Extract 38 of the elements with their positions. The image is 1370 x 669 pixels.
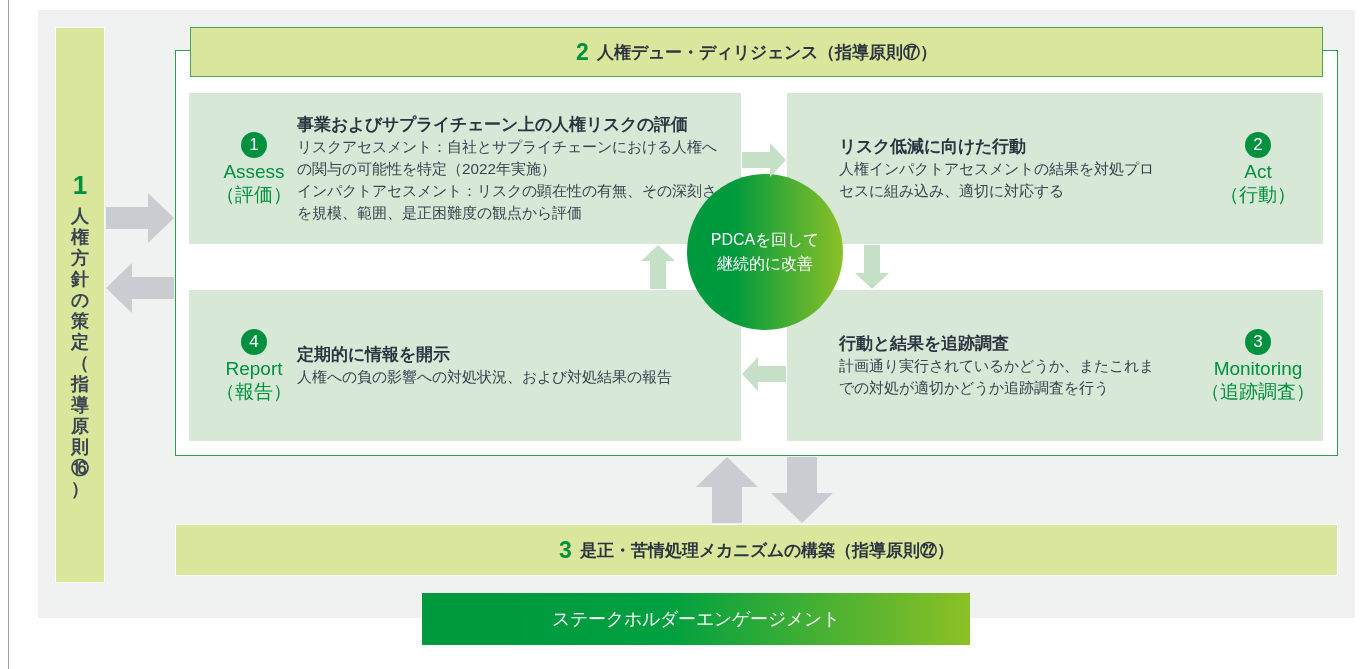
block-arrow bbox=[742, 357, 786, 391]
policy-bar bbox=[55, 27, 105, 583]
step-number-badge: 3 bbox=[1245, 328, 1271, 355]
step-name: Monitoring bbox=[1213, 356, 1303, 380]
block-arrow bbox=[771, 457, 833, 523]
step-box bbox=[189, 290, 741, 441]
step-name: Act bbox=[1244, 159, 1272, 183]
step-name-translation: （報告） bbox=[216, 379, 292, 403]
step-heading: 事業およびサプライチェーン上の人権リスクの評価 bbox=[297, 113, 689, 136]
section-band bbox=[175, 524, 1338, 576]
step-description: 人権への負の影響への対処状況、および対処結果の報告 bbox=[297, 366, 673, 387]
section-title: 人権デュー・ディリジェンス（指導原則⑰） bbox=[596, 41, 937, 64]
section-number: 2 bbox=[576, 38, 589, 66]
section-number: 3 bbox=[559, 536, 572, 564]
step-description: 計画通り実行されているかどうか、またこれまでの対処が適切かどうか追跡調査を行う bbox=[839, 355, 1155, 398]
step-name: Report bbox=[225, 356, 283, 380]
section-title: 是正・苦情処理メカニズムの構築（指導原則㉒） bbox=[579, 539, 954, 562]
step-number-badge: 4 bbox=[241, 328, 267, 355]
block-arrow bbox=[641, 245, 675, 289]
block-arrow bbox=[106, 263, 174, 313]
section-band bbox=[190, 27, 1323, 77]
section-title: 人権方針の策定（指導原則⑯） bbox=[70, 206, 90, 500]
block-arrow bbox=[696, 457, 758, 523]
block-arrow bbox=[742, 143, 786, 177]
block-arrow bbox=[855, 245, 889, 289]
step-name: Assess bbox=[223, 159, 285, 183]
step-heading: 行動と結果を追跡調査 bbox=[839, 332, 1010, 355]
step-name-translation: （追跡調査） bbox=[1201, 379, 1315, 403]
step-heading: リスク低減に向けた行動 bbox=[839, 135, 1027, 158]
step-heading: 定期的に情報を開示 bbox=[297, 343, 451, 366]
engagement-banner: ステークホルダーエンゲージメント bbox=[422, 593, 970, 645]
section-number: 1 bbox=[71, 170, 89, 200]
step-number-badge: 1 bbox=[241, 131, 267, 158]
step-number-badge: 2 bbox=[1245, 131, 1271, 158]
step-box bbox=[787, 290, 1323, 441]
step-name-translation: （行動） bbox=[1220, 182, 1296, 206]
step-name-translation: （評価） bbox=[216, 182, 292, 206]
block-arrow bbox=[106, 193, 174, 243]
